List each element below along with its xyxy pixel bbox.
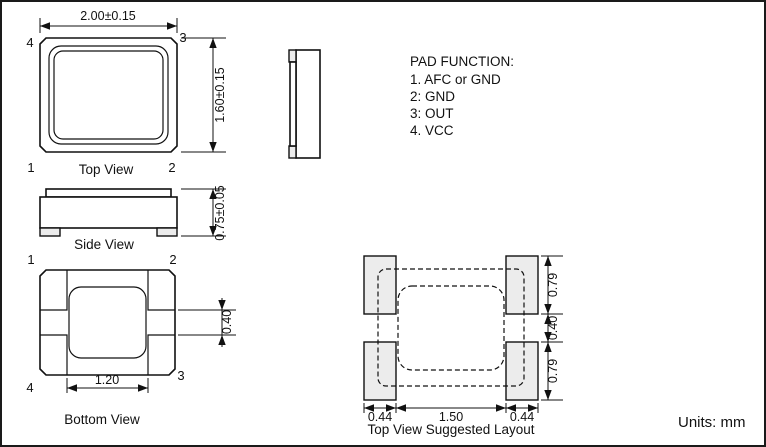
pad-function-title: PAD FUNCTION: (410, 54, 514, 69)
side-view-pad-left (39, 227, 61, 237)
pad-function-item-3: 3: OUT (410, 106, 454, 121)
side-view-height-dimension: 0.75±0.05 (213, 185, 227, 241)
layout-package-outline-dashed (377, 268, 525, 387)
side-view-body (39, 196, 178, 229)
suggested-layout-section: 0.79 0.40 0.79 0.44 1.50 0.44 Top View S… (363, 255, 563, 437)
layout-pad-pitch-dimension: 1.50 (439, 410, 463, 424)
pin-number-top-right: 2 (169, 252, 176, 267)
bottom-pad-top-right (147, 270, 175, 311)
layout-lid-outline-dashed (397, 285, 505, 371)
bottom-pad-bottom-left (40, 334, 68, 375)
layout-pad-bottom-left (363, 341, 397, 401)
top-view-width-dimension: 2.00±0.15 (80, 9, 136, 23)
layout-pad-top-right (505, 255, 539, 315)
units-note: Units: mm (678, 414, 746, 431)
end-view-section (288, 49, 321, 159)
side-view-pad-right (156, 227, 178, 237)
bottom-pad-bottom-right (147, 334, 175, 375)
bottom-pad-top-left (40, 270, 68, 311)
end-view-pad-top (288, 49, 297, 63)
pad-function-section: PAD FUNCTION: 1. AFC or GND 2: GND 3: OU… (410, 54, 514, 138)
bottom-view-section: 1 2 4 3 0.40 1.20 Bottom View (26, 252, 236, 427)
layout-pad-gap-dimension: 0.40 (546, 316, 560, 340)
top-view-height-dimension: 1.60±0.15 (213, 67, 227, 123)
bottom-view-label: Bottom View (64, 412, 140, 427)
layout-pad-height-dimension-bottom: 0.79 (546, 359, 560, 383)
pin-number-top-left: 1 (27, 252, 34, 267)
pin-number-bottom-right: 2 (168, 160, 175, 175)
pin-number-bottom-right: 3 (177, 368, 184, 383)
pad-function-item-2: 2: GND (410, 89, 455, 104)
pin-number-bottom-left: 4 (26, 380, 33, 395)
side-view-section: 0.75±0.05 Side View (39, 185, 227, 252)
end-view-body (295, 49, 321, 159)
pin-number-top-left: 4 (26, 35, 33, 50)
layout-pad-width-dimension-left: 0.44 (368, 410, 392, 424)
top-view-section: 2.00±0.15 1.60±0.15 4 3 1 2 Top View (26, 9, 227, 177)
side-view-label: Side View (74, 237, 134, 252)
pad-function-item-4: 4. VCC (410, 123, 454, 138)
package-outline (39, 37, 178, 153)
package-lid-inner (53, 50, 164, 140)
bottom-view-cavity (68, 286, 147, 359)
bottom-view-gap-dimension: 0.40 (220, 310, 234, 334)
side-view-lid (45, 188, 172, 198)
layout-pad-bottom-right (505, 341, 539, 401)
pad-function-item-1: 1. AFC or GND (410, 72, 501, 87)
suggested-layout-label: Top View Suggested Layout (367, 422, 534, 437)
top-view-label: Top View (79, 162, 134, 177)
package-lid-outer (48, 45, 169, 145)
bottom-view-outline (39, 269, 176, 376)
layout-pad-width-dimension-right: 0.44 (510, 410, 534, 424)
pin-number-bottom-left: 1 (27, 160, 34, 175)
layout-pad-top-left (363, 255, 397, 315)
end-view-lid (289, 61, 297, 147)
bottom-view-span-dimension: 1.20 (95, 373, 119, 387)
pin-number-top-right: 3 (179, 30, 186, 45)
end-view-pad-bottom (288, 145, 297, 159)
layout-pad-height-dimension-top: 0.79 (546, 273, 560, 297)
